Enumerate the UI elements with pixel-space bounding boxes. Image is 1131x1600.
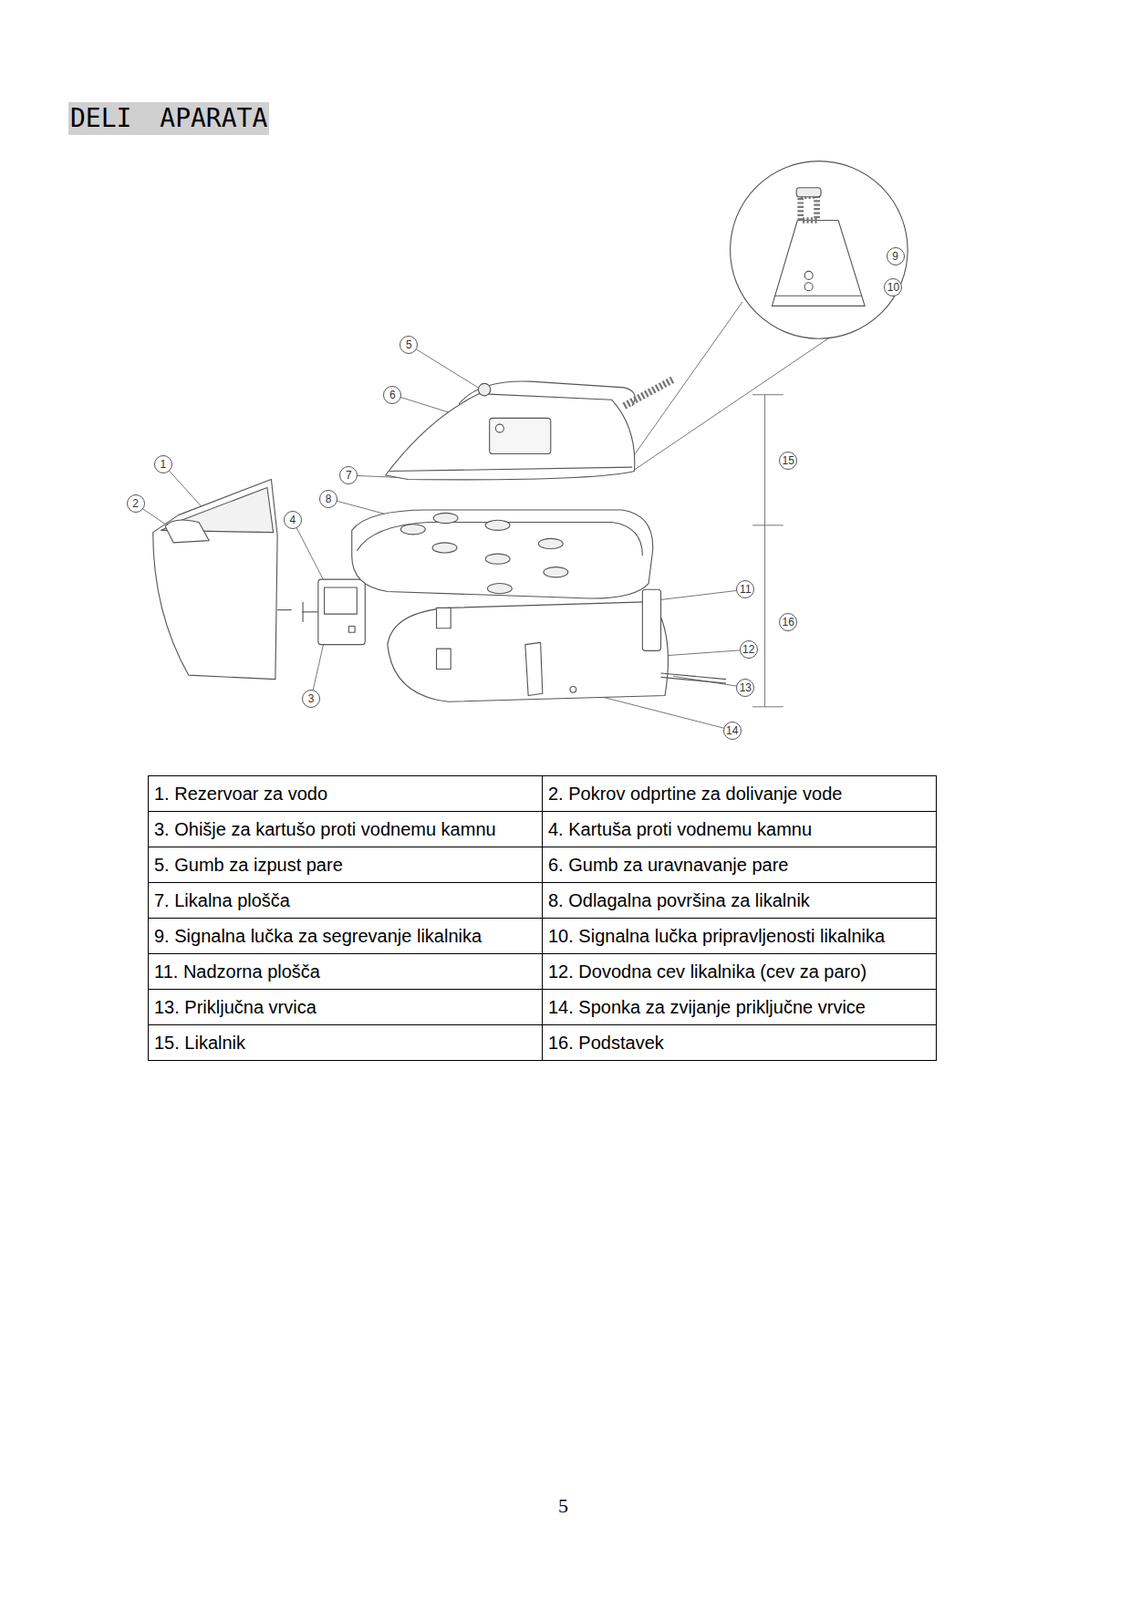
- callout-number: 6: [383, 385, 402, 405]
- water-tank: [153, 479, 292, 680]
- callout-text: 11: [739, 583, 751, 595]
- anti-scale-cartridge: [301, 579, 365, 645]
- callout-text: 8: [325, 493, 333, 505]
- callout-text: 10: [887, 281, 900, 293]
- base-station: [352, 509, 727, 702]
- page-number: 5: [558, 1494, 569, 1518]
- table-cell: 3. Ohišje za kartušo proti vodnemu kamnu: [148, 811, 543, 848]
- table-row: 15. Likalnik16. Podstavek: [148, 1025, 937, 1061]
- callout-number: 13: [736, 678, 755, 697]
- callout-number: 14: [723, 721, 742, 740]
- table-row: 9. Signalna lučka za segrevanje likalnik…: [148, 918, 937, 955]
- table-cell: 7. Likalna plošča: [148, 882, 543, 919]
- callout-number: 1: [154, 455, 173, 474]
- table-cell: 12. Dovodna cev likalnika (cev za paro): [542, 954, 937, 990]
- callout-text: 16: [782, 616, 795, 628]
- table-row: 1. Rezervoar za vodo2. Pokrov odprtine z…: [148, 776, 937, 812]
- inset-rear-view: [730, 161, 909, 340]
- callout-number: 12: [739, 640, 758, 659]
- callout-text: 7: [345, 469, 353, 481]
- table-cell: 1. Rezervoar za vodo: [148, 776, 543, 812]
- table-cell: 9. Signalna lučka za segrevanje likalnik…: [148, 918, 543, 955]
- table-cell: 14. Sponka za zvijanje priključne vrvice: [542, 989, 937, 1026]
- callout-text: 12: [742, 643, 755, 655]
- table-cell: 8. Odlagalna površina za likalnik: [542, 882, 937, 919]
- callout-text: 4: [290, 514, 297, 526]
- callout-number: 5: [399, 335, 418, 354]
- callout-text: 5: [405, 339, 413, 351]
- callout-number: 11: [736, 580, 755, 599]
- dimension-bracket: [752, 394, 784, 707]
- callout-number: 16: [778, 612, 798, 632]
- callout-number: 2: [126, 494, 146, 513]
- table-cell: 16. Podstavek: [542, 1025, 937, 1061]
- table-cell: 10. Signalna lučka pripravljenosti likal…: [542, 918, 937, 955]
- iron: [385, 379, 674, 480]
- callout-number: 4: [283, 510, 302, 530]
- table-row: 13. Priključna vrvica14. Sponka za zvija…: [148, 989, 937, 1026]
- callout-text: 2: [132, 498, 139, 509]
- table-cell: 15. Likalnik: [148, 1025, 543, 1061]
- callout-text: 13: [739, 682, 752, 694]
- callout-number: 7: [339, 466, 358, 485]
- callout-text: 15: [782, 455, 795, 467]
- page-title: DELI APARATA: [68, 102, 270, 135]
- table-cell: 11. Nadzorna plošča: [148, 954, 543, 990]
- table-row: 7. Likalna plošča8. Odlagalna površina z…: [148, 882, 937, 919]
- callout-number: 15: [778, 451, 798, 470]
- callout-text: 9: [892, 250, 899, 262]
- callout-number: 3: [301, 689, 321, 708]
- table-cell: 5. Gumb za izpust pare: [148, 847, 543, 883]
- table-row: 3. Ohišje za kartušo proti vodnemu kamnu…: [148, 811, 937, 848]
- callout-number: 9: [886, 247, 905, 266]
- table-cell: 4. Kartuša proti vodnemu kamnu: [542, 811, 937, 848]
- callout-number: 10: [883, 278, 903, 297]
- callout-text: 14: [726, 725, 738, 737]
- table-row: 5. Gumb za izpust pare6. Gumb za uravnav…: [148, 847, 937, 883]
- table-row: 11. Nadzorna plošča12. Dovodna cev likal…: [148, 954, 937, 990]
- table-cell: 13. Priključna vrvica: [148, 989, 543, 1026]
- table-cell: 2. Pokrov odprtine za dolivanje vode: [542, 776, 937, 812]
- callout-text: 3: [308, 693, 315, 705]
- table-cell: 6. Gumb za uravnavanje pare: [542, 847, 937, 883]
- parts-table: 1. Rezervoar za vodo2. Pokrov odprtine z…: [147, 775, 937, 1061]
- callout-text: 6: [389, 389, 396, 401]
- callout-text: 1: [160, 458, 167, 470]
- callout-number: 8: [319, 489, 338, 509]
